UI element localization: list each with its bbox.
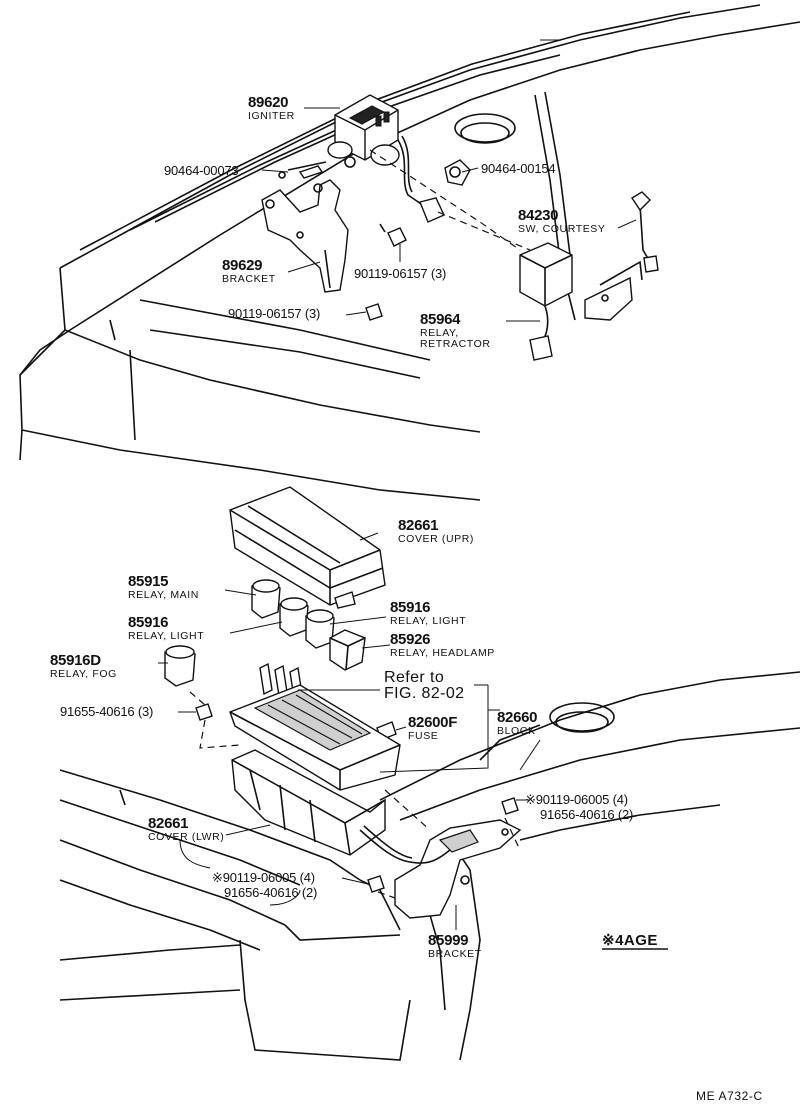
label-fuse: 82600F FUSE xyxy=(408,714,458,742)
label-relay-main: 85915 RELAY, MAIN xyxy=(128,573,199,601)
part-number-91656-40616-lower: 91656-40616 (2) xyxy=(224,885,317,900)
label-block: 82660 BLOCK xyxy=(497,709,538,737)
label-cover-upr: 82661 COVER (UPR) xyxy=(398,517,474,545)
relay-headlamp-85926 xyxy=(329,629,366,671)
part-number-90119-06157-mid: 90119-06157 (3) xyxy=(354,266,446,281)
label-retractor-relay: 85964 RELAY, RETRACTOR xyxy=(420,311,491,350)
part-number-82660: 82660 xyxy=(497,709,537,726)
part-number-82661-upr: 82661 xyxy=(398,517,438,534)
part-number-91655-40616: 91655-40616 (3) xyxy=(60,704,153,719)
part-name-fuse: FUSE xyxy=(408,730,438,742)
part-name-relay-light-right: RELAY, LIGHT xyxy=(390,615,466,627)
label-refer-fig: Refer to FIG. 82-02 xyxy=(384,669,464,702)
part-name-retractor: RETRACTOR xyxy=(420,338,491,350)
part-name-cover-lwr: COVER (LWR) xyxy=(148,831,224,843)
label-relay-headlamp: 85926 RELAY, HEADLAMP xyxy=(390,631,495,659)
part-number-89620: 89620 xyxy=(248,94,288,111)
clip-90464-00154 xyxy=(444,159,471,186)
drawing-code: ME A732-C xyxy=(696,1089,763,1103)
part-number-90119-06005-lower: ※90119-06005 (4) xyxy=(212,870,315,885)
part-number-85916-right: 85916 xyxy=(390,599,430,616)
part-number-85926: 85926 xyxy=(390,631,430,648)
bolt-90119-06157-mid xyxy=(379,223,407,247)
wiring-harness-lower xyxy=(359,825,451,864)
part-number-90464-00073: 90464-00073 xyxy=(164,163,238,178)
label-relay-light-left: 85916 RELAY, LIGHT xyxy=(128,614,204,642)
bracket-85999 xyxy=(394,819,522,919)
label-cover-lwr: 82661 COVER (LWR) xyxy=(148,815,224,843)
part-name-relay-headlamp: RELAY, HEADLAMP xyxy=(390,647,495,659)
part-number-90464-00154: 90464-00154 xyxy=(481,161,555,176)
part-number-82600F: 82600F xyxy=(408,714,457,731)
part-name-relay-fog: RELAY, FOG xyxy=(50,668,117,680)
cover-upr-82661 xyxy=(229,486,386,609)
bolt-90119-06005-lower xyxy=(367,875,385,893)
part-name-bracket-lower: BRACKET xyxy=(428,948,482,960)
bolt-91655-40616 xyxy=(195,703,213,721)
relay-main-85915 xyxy=(251,579,281,619)
part-number-82661-lwr: 82661 xyxy=(148,815,188,832)
part-name-relay-light-left: RELAY, LIGHT xyxy=(128,630,204,642)
part-number-85964: 85964 xyxy=(420,311,461,328)
courtesy-switch-84230 xyxy=(584,191,659,321)
part-name-bracket: BRACKET xyxy=(222,273,276,285)
label-bracket-upper: 89629 BRACKET xyxy=(222,257,276,285)
part-number-91656-40616-right: 91656-40616 (2) xyxy=(540,807,633,822)
bolt-90119-06157-left xyxy=(365,303,383,321)
part-number-90119-06005-right: ※90119-06005 (4) xyxy=(525,792,628,807)
leader-lines xyxy=(158,39,637,930)
part-name-sw-courtesy: SW, COURTESY xyxy=(518,223,606,235)
part-number-85916-left: 85916 xyxy=(128,614,168,631)
label-relay-fog: 85916D RELAY, FOG xyxy=(50,652,117,680)
part-name-relay: RELAY, xyxy=(420,327,459,339)
relay-light-left-85916 xyxy=(279,597,309,637)
label-bracket-lower: 85999 BRACKET xyxy=(428,932,482,960)
refer-fig-text: FIG. 82-02 xyxy=(384,685,464,702)
igniter-assembly xyxy=(327,94,445,223)
part-number-89629: 89629 xyxy=(222,257,262,274)
bolt-90119-06005-right xyxy=(501,797,519,815)
label-igniter: 89620 IGNITER xyxy=(248,94,295,122)
refer-to-text: Refer to xyxy=(384,669,444,686)
engine-note: ※4AGE xyxy=(602,932,668,950)
part-number-84230: 84230 xyxy=(518,207,558,224)
label-courtesy-switch: 84230 SW, COURTESY xyxy=(518,207,606,235)
block-82660 xyxy=(229,684,401,791)
part-name-igniter: IGNITER xyxy=(248,110,295,122)
retractor-relay-85964 xyxy=(519,242,573,361)
part-number-85915: 85915 xyxy=(128,573,168,590)
label-relay-light-right: 85916 RELAY, LIGHT xyxy=(390,599,466,627)
bracket-89629 xyxy=(261,179,349,293)
cover-lwr-82661 xyxy=(231,749,386,856)
part-number-85999: 85999 xyxy=(428,932,468,949)
note-4age: ※4AGE xyxy=(602,932,658,949)
part-number-90119-06157-left: 90119-06157 (3) xyxy=(228,306,320,321)
relay-fog-85916D xyxy=(164,645,196,687)
part-name-cover-upr: COVER (UPR) xyxy=(398,533,474,545)
part-name-block: BLOCK xyxy=(497,725,536,737)
part-number-85916D: 85916D xyxy=(50,652,101,669)
part-name-relay-main: RELAY, MAIN xyxy=(128,589,199,601)
dashed-assembly-lines xyxy=(189,149,531,899)
